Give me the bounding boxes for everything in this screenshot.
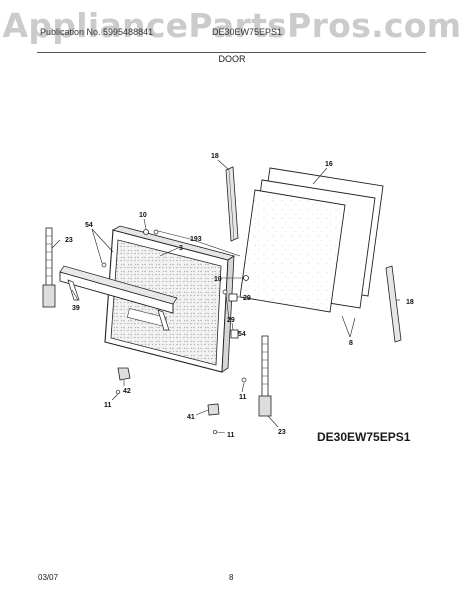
part-8-glass-front [239, 189, 346, 313]
header-model: DE30EW75EPS1 [212, 27, 283, 37]
leader-lines [51, 159, 400, 434]
model-code: DE30EW75EPS1 [317, 430, 411, 444]
callout-29-b: 29 [227, 317, 235, 324]
callout-16: 16 [325, 161, 333, 168]
watermark: AppliancePartsPros.com [2, 6, 462, 45]
part-23-right-hinge [258, 335, 272, 417]
callout-23-bottom: 23 [278, 429, 286, 436]
callout-54: 54 [85, 222, 93, 229]
callout-54-b: 54 [238, 331, 246, 338]
part-18-top-strip [225, 166, 239, 242]
callout-18-right: 18 [406, 299, 414, 306]
part-39-door-handle [59, 265, 178, 331]
small-hardware [101, 229, 249, 435]
callout-18-top: 18 [211, 153, 219, 160]
callout-8: 8 [349, 340, 353, 347]
page-title: DOOR [218, 54, 246, 64]
callout-11-right: 11 [239, 394, 247, 401]
callout-193: 193 [190, 236, 202, 243]
part-23-left-hinge [42, 227, 56, 308]
page-number: 8 [229, 573, 234, 582]
callout-23-left: 23 [65, 237, 73, 244]
callout-11-left: 11 [104, 402, 112, 409]
callout-10-top: 10 [139, 212, 147, 219]
header-divider [37, 52, 426, 53]
callout-29-a: 29 [243, 295, 251, 302]
callout-labels: 18 16 10 193 3 54 23 39 10 29 29 54 8 18… [65, 153, 414, 439]
callout-11-bottom: 11 [227, 432, 235, 439]
part-18-right-strip [385, 265, 402, 343]
publication-number: Publication No. 5995488841 [40, 27, 154, 37]
callout-3: 3 [179, 245, 183, 252]
callout-39: 39 [72, 305, 80, 312]
footer-date: 03/07 [38, 573, 59, 582]
callout-41: 41 [187, 414, 195, 421]
callout-10-mid: 10 [214, 276, 222, 283]
callout-42: 42 [123, 388, 131, 395]
